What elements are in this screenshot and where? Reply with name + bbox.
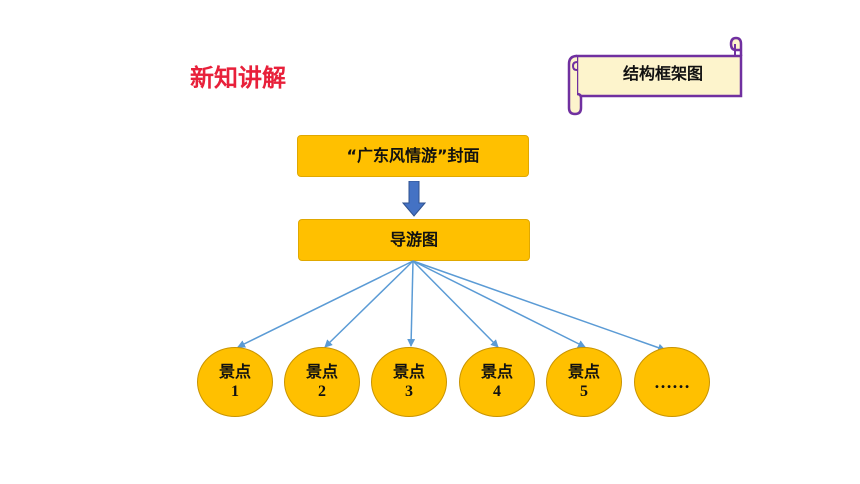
spot-number: 2	[318, 383, 326, 400]
connector-line-6	[412, 260, 666, 352]
spot-number: 5	[580, 383, 588, 400]
guide-map-box: 导游图	[298, 219, 530, 261]
page-title: 新知讲解	[190, 64, 286, 92]
spot-number: 1	[231, 383, 239, 400]
more-spots-node: ……	[634, 347, 710, 417]
connector-line-3	[407, 260, 416, 347]
connector-line-2	[324, 260, 414, 348]
cover-box: “广东风情游”封面	[297, 135, 529, 177]
connector-line-4	[412, 260, 499, 348]
connector-line-5	[412, 260, 586, 348]
spot-label: 景点	[392, 362, 425, 381]
spot-node-5: 景点 5	[546, 347, 622, 417]
spot-label: 景点	[480, 362, 513, 381]
spot-number: 4	[493, 383, 501, 400]
spot-label: 景点	[305, 362, 338, 381]
spot-label: 景点	[218, 362, 251, 381]
connector-line-1	[237, 260, 414, 348]
spot-node-2: 景点 2	[284, 347, 360, 417]
spot-node-4: 景点 4	[459, 347, 535, 417]
scroll-banner-icon	[567, 36, 743, 116]
scroll-banner-label: 结构框架图	[622, 64, 703, 83]
spot-node-3: 景点 3	[371, 347, 447, 417]
down-arrow-icon	[402, 181, 426, 217]
spot-number: 3	[405, 383, 413, 400]
more-spots-ellipsis: ……	[654, 371, 690, 392]
spot-label: 景点	[567, 362, 600, 381]
scroll-banner: 结构框架图	[565, 36, 750, 116]
spot-node-1: 景点 1	[197, 347, 273, 417]
